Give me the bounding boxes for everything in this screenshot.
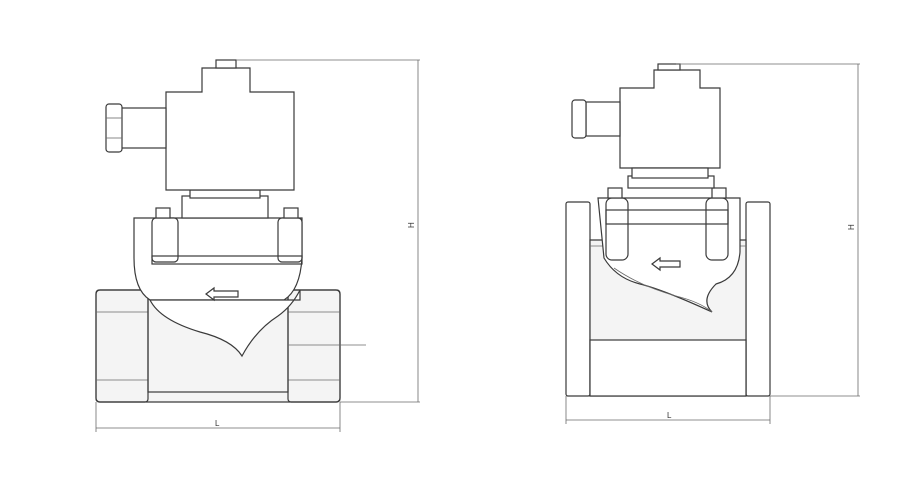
flanged-height-label: H [847, 224, 856, 230]
flanged-valve-dimensions: L H [565, 63, 860, 424]
flanged-length-label: L [667, 411, 672, 420]
threaded-valve-bonnet [133, 207, 303, 358]
flanged-valve-coil [571, 63, 721, 179]
flanged-valve-view: L H [565, 63, 860, 424]
threaded-length-label: L [215, 419, 220, 428]
threaded-valve-coil [105, 59, 295, 219]
threaded-valve-view: L H [95, 59, 420, 432]
flanged-valve-bonnet [597, 175, 741, 313]
threaded-valve-dimensions: L H [95, 59, 420, 432]
threaded-height-label: H [407, 222, 416, 228]
